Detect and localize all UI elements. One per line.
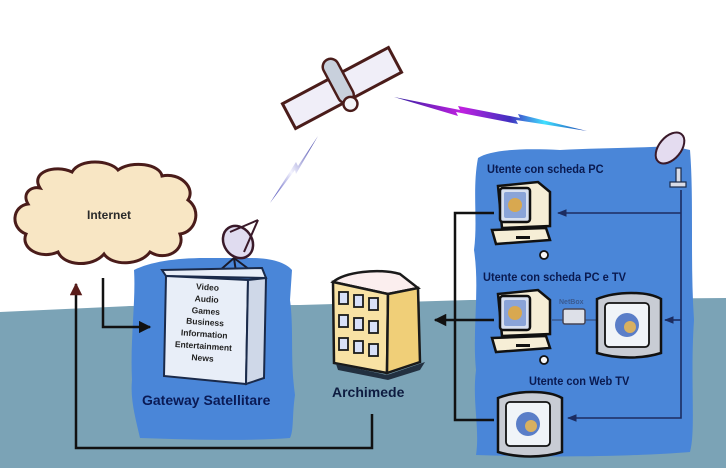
archimede-label: Archimede (332, 384, 405, 400)
gateway-label: Gateway Satellitare (142, 392, 271, 408)
cloud-icon (13, 160, 198, 265)
wire-internet-to-gateway (101, 278, 152, 334)
wire-users-to-archimede (453, 211, 494, 422)
gateway-services-list: Video Audio Games Business Information E… (159, 279, 251, 367)
user-dish-icon (654, 131, 687, 188)
netbox-icon (562, 308, 586, 325)
radio-uplink-beam (270, 136, 318, 203)
internet-cloud (13, 160, 198, 265)
server-box-icon (160, 266, 268, 386)
wire-dish-trunk (567, 190, 682, 422)
user-pc-label: Utente con scheda PC (487, 162, 604, 176)
tv-icon (595, 291, 663, 359)
user-pc-tv-label: Utente con scheda PC e TV (483, 270, 626, 284)
radio-downlink-beam (394, 97, 587, 131)
pc-icon (490, 180, 552, 260)
internet-label: Internet (87, 208, 132, 222)
wire-archimede-to-internet (69, 282, 374, 450)
pc-icon (490, 288, 552, 365)
netbox-label: NetBox (559, 299, 584, 306)
user-webtv-label: Utente con Web TV (529, 374, 630, 388)
satellite-icon (280, 45, 404, 131)
tv-icon (496, 390, 564, 458)
building-icon (330, 269, 425, 380)
